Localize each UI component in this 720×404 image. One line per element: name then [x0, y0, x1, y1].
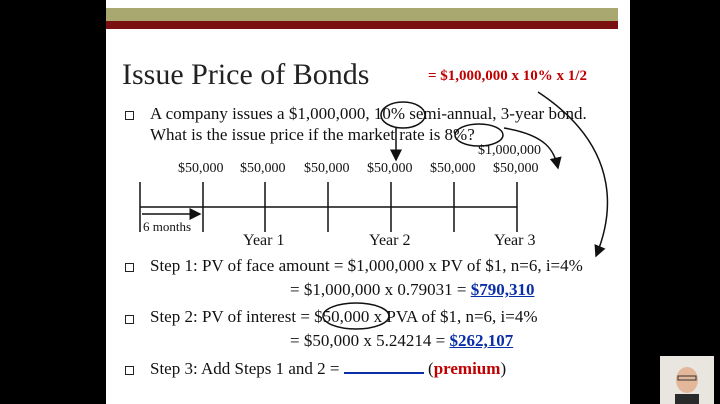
step1-line1: Step 1: PV of face amount = $1,000,000 x…: [150, 256, 583, 275]
step3-line: Step 3: Add Steps 1 and 2 = (premium): [150, 358, 507, 378]
step2-calc: = $50,000 x 5.24214 =: [290, 331, 450, 350]
bullet-marker: [125, 315, 134, 324]
circle-50000: [322, 302, 390, 330]
step1-line2: = $1,000,000 x 0.79031 = $790,310: [290, 280, 534, 300]
presenter-avatar: [660, 356, 714, 404]
step2-line1: Step 2: PV of interest = $50,000 x PVA o…: [150, 307, 538, 326]
slide-top-band-dark: [106, 21, 618, 29]
six-months-label: 6 months: [143, 219, 192, 234]
slide-top-band: [106, 8, 618, 21]
year-label: Year 2: [369, 232, 411, 249]
circle-8pct: [454, 123, 504, 147]
timeline-diagram: [139, 91, 609, 330]
annotation-formula: = $1,000,000 x 10% x 1/2: [428, 68, 587, 84]
payment-label: $50,000: [304, 161, 350, 176]
payment-label: $50,000: [240, 161, 286, 176]
bullet-marker: [125, 263, 134, 272]
presenter-webcam-thumbnail: [660, 356, 714, 404]
payment-label: $50,000: [367, 161, 413, 176]
arrow-to-step1: [537, 91, 609, 258]
step2-result: $262,107: [449, 331, 514, 350]
step3-text: Step 3: Add Steps 1 and 2 =: [150, 359, 344, 378]
bullet1-line2: What is the issue price if the market ra…: [150, 125, 475, 144]
year-label: Year 3: [494, 232, 536, 249]
premium-label: premium: [433, 359, 501, 378]
step2-line2: = $50,000 x 5.24214 = $262,107: [290, 331, 513, 351]
bullet1-line1: A company issues a $1,000,000, 10% semi-…: [150, 104, 587, 123]
slide-title: Issue Price of Bonds: [122, 58, 370, 91]
step1-calc: = $1,000,000 x 0.79031 =: [290, 280, 471, 299]
bullet-marker: [125, 366, 134, 375]
payment-label: $50,000: [430, 161, 476, 176]
payment-label: $50,000: [178, 161, 224, 176]
answer-blank: [343, 358, 424, 374]
year-label: Year 1: [243, 232, 285, 249]
payment-label: $50,000: [493, 161, 539, 176]
face-value-label: $1,000,000: [478, 143, 541, 158]
step1-result: $790,310: [470, 280, 535, 299]
arrow-to-face-value: [503, 127, 562, 170]
bullet-marker: [125, 111, 134, 120]
circle-10pct: [380, 101, 426, 129]
slide: Issue Price of Bonds = $1,000,000 x 10% …: [106, 0, 630, 404]
